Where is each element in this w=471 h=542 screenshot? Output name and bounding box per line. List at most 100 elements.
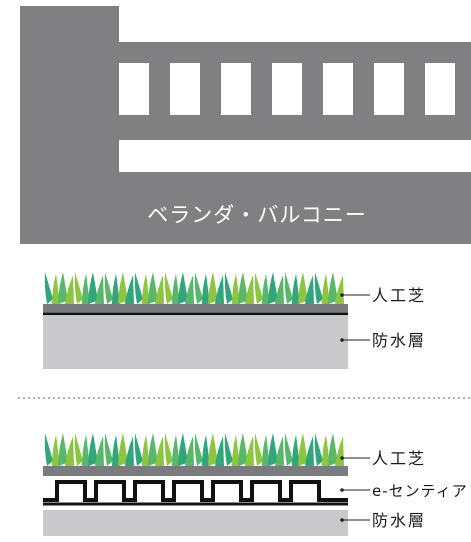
grass-blade [185, 436, 194, 466]
grass-blade [44, 433, 53, 466]
grass-blade [262, 434, 270, 466]
grass-blade [322, 434, 330, 466]
grass-blade [142, 434, 150, 466]
grass-blade [305, 275, 314, 304]
balcony-label: ベランダ・バルコニー [147, 203, 367, 227]
esentia-label: e-センティア [372, 482, 468, 500]
artificial-turf-grass [44, 433, 344, 466]
grass-blade [224, 433, 233, 466]
layer-diagram-top: 人工芝 防水層 [43, 272, 426, 369]
artificial-turf-label: 人工芝 [372, 286, 426, 305]
layer-diagram-bottom: 人工芝 e-センティア 防水層 [43, 433, 468, 536]
grass-blade [142, 273, 150, 304]
grass-blade [104, 433, 113, 466]
grass-blade [238, 433, 248, 466]
grass-blade [322, 273, 330, 304]
leader-dot [340, 456, 344, 460]
railing-slat [425, 63, 455, 115]
grass-blade [202, 273, 210, 304]
grass-blade [268, 272, 278, 304]
grass-blade [112, 273, 120, 304]
balcony-illustration: ベランダ・バルコニー [20, 6, 471, 244]
grass-blade [134, 433, 143, 466]
grass-blade [82, 273, 90, 304]
grass-blade [298, 433, 308, 466]
grass-blade [118, 433, 128, 466]
grass-blade [164, 272, 173, 304]
grass-blade [275, 436, 284, 466]
railing-rail [119, 140, 471, 172]
leader-dot [340, 338, 344, 342]
leader-dot [340, 518, 344, 522]
grass-blade [65, 275, 74, 304]
grass-blade [254, 433, 263, 466]
grass-blade [232, 273, 240, 304]
railing-slat [221, 63, 251, 115]
grass-blade [164, 433, 173, 466]
waterproof-label: 防水層 [372, 511, 426, 530]
grass-blade [52, 434, 60, 466]
grass-blade [194, 433, 203, 466]
artificial-turf-grass [44, 272, 344, 304]
grass-blade [74, 272, 83, 304]
grass-blade [208, 433, 218, 466]
grass-blade [254, 272, 263, 304]
grass-blade [335, 436, 344, 466]
grass-blade [284, 272, 293, 304]
turf-base [43, 304, 348, 313]
grass-blade [208, 272, 218, 304]
grass-blade [328, 433, 338, 466]
grass-blade [104, 272, 113, 304]
railing-slat [170, 63, 200, 115]
grass-blade [215, 275, 224, 304]
grass-blade [305, 436, 314, 466]
grass-blade [238, 272, 248, 304]
leader-dot [340, 488, 344, 492]
grass-blade [82, 434, 90, 466]
grass-blade [202, 434, 210, 466]
waterproof-layer [43, 316, 348, 369]
grass-blade [232, 434, 240, 466]
railing-slat [119, 63, 149, 115]
grass-blade [88, 433, 98, 466]
grass-blade [268, 433, 278, 466]
grass-blade [292, 273, 300, 304]
grass-blade [58, 272, 68, 304]
grass-blade [155, 275, 164, 304]
grass-blade [224, 272, 233, 304]
grass-blade [275, 275, 284, 304]
leader-dot [340, 293, 344, 297]
grass-blade [95, 275, 104, 304]
grass-blade [185, 275, 194, 304]
waterproof-label: 防水層 [372, 331, 426, 350]
balcony-railing [119, 63, 471, 172]
turf-base [43, 466, 348, 476]
grass-blade [95, 436, 104, 466]
grass-blade [314, 272, 323, 304]
grass-blade [172, 273, 180, 304]
grass-blade [335, 275, 344, 304]
grass-blade [148, 433, 158, 466]
grass-blade [194, 272, 203, 304]
grass-blade [58, 433, 68, 466]
grass-blade [112, 434, 120, 466]
waterproof-layer [43, 510, 348, 536]
grass-blade [155, 436, 164, 466]
grass-blade [245, 275, 254, 304]
artificial-turf-label: 人工芝 [372, 449, 426, 468]
grass-blade [314, 433, 323, 466]
grass-blade [172, 434, 180, 466]
grass-blade [178, 433, 188, 466]
grass-blade [134, 272, 143, 304]
grass-blade [52, 273, 60, 304]
grass-blade [292, 434, 300, 466]
grass-blade [284, 433, 293, 466]
railing-slat [374, 63, 404, 115]
grass-blade [215, 436, 224, 466]
grass-blade [125, 436, 134, 466]
grass-blade [148, 272, 158, 304]
grass-blade [118, 272, 128, 304]
grass-blade [44, 272, 53, 304]
